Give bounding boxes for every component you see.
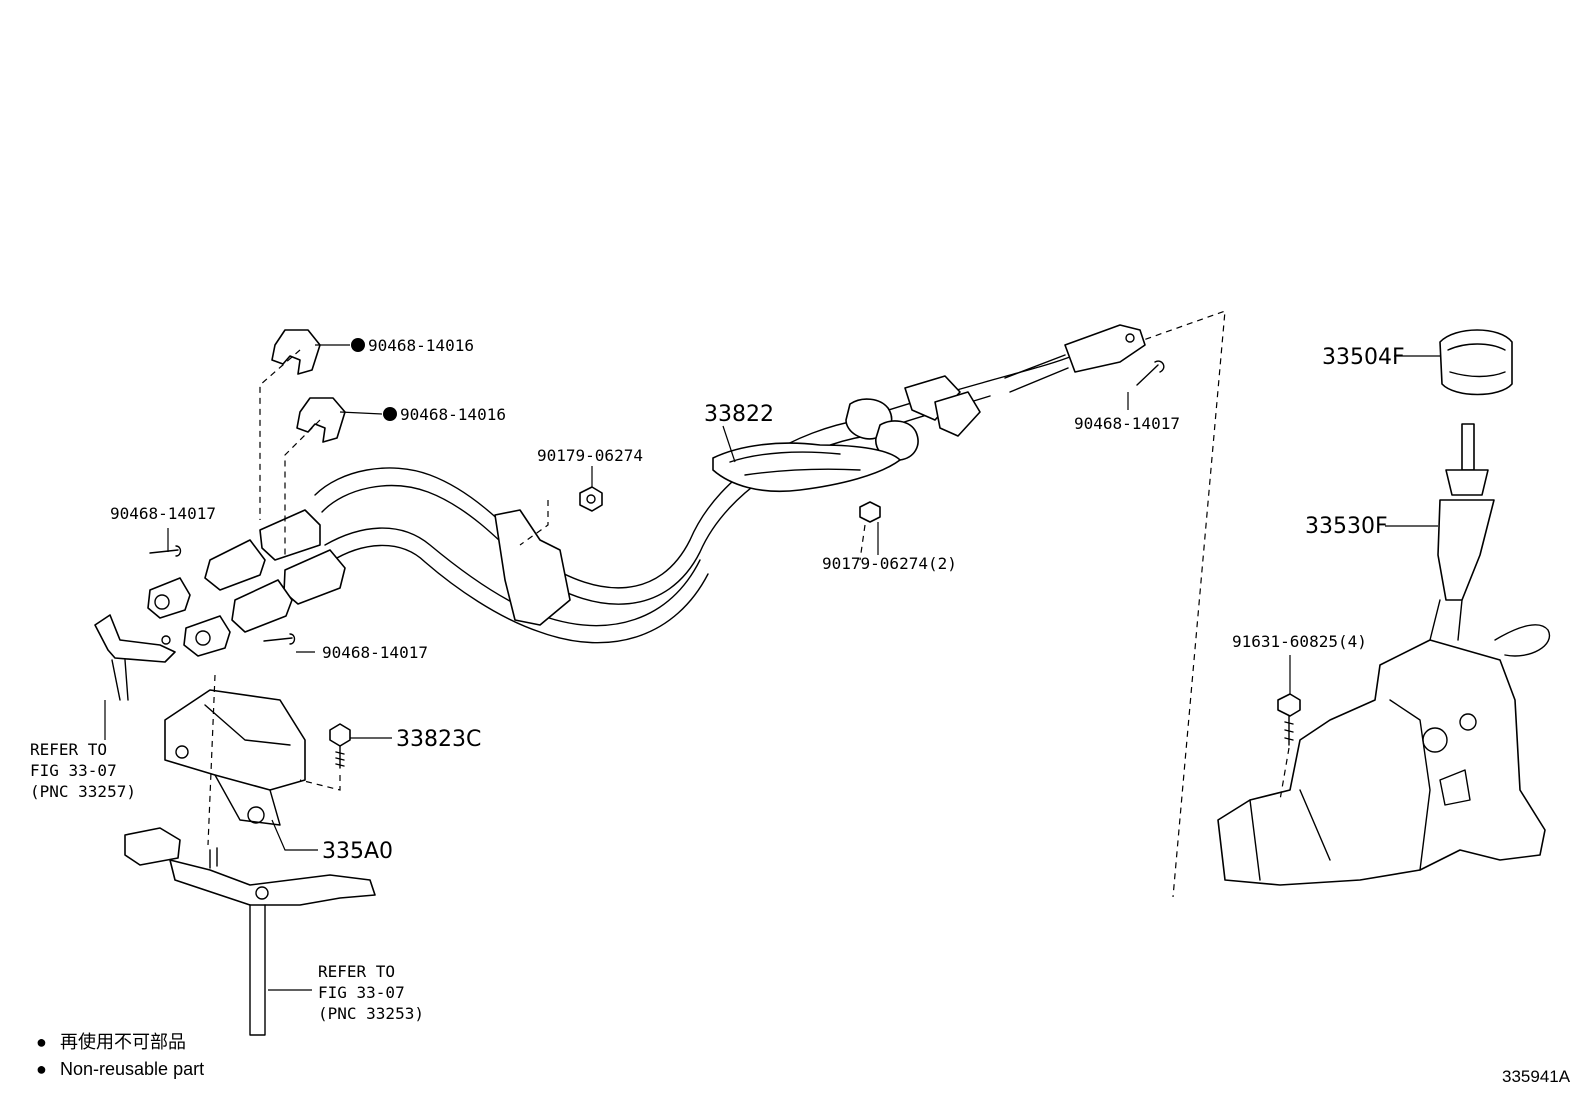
callout-clip-top-2: 90468-14016 — [400, 405, 506, 424]
callout-clip-top-1: 90468-14016 — [368, 336, 474, 355]
legend-marker-en: ● — [36, 1059, 47, 1079]
ref-lower-line2: FIG 33-07 — [318, 983, 405, 1002]
callout-nut-mid: 90179-06274(2) — [822, 554, 957, 573]
callout-pin-left-upper: 90468-14017 — [110, 504, 216, 523]
shift-cable-assembly — [147, 324, 1146, 657]
nut-icon — [579, 486, 881, 523]
legend-marker-jp: ● — [36, 1032, 47, 1052]
legend-en: Non-reusable part — [60, 1059, 204, 1079]
figure-id: 335941A — [1502, 1067, 1571, 1086]
non-reusable-marker — [351, 338, 397, 421]
callout-bracket: 33823C — [396, 727, 481, 752]
ref-upper-line3: (PNC 33257) — [30, 782, 136, 801]
clip-icon — [271, 329, 346, 443]
reference-upper: REFER TO FIG 33-07 (PNC 33257) — [30, 740, 136, 801]
legend-jp: 再使用不可部品 — [60, 1032, 186, 1052]
callout-lever: 33530F — [1305, 514, 1388, 539]
assembly-boundary — [1134, 310, 1226, 898]
bracket-assembly — [164, 689, 351, 826]
shift-lever-assembly — [1217, 329, 1551, 886]
callout-pin-left-lower: 90468-14017 — [322, 643, 428, 662]
lever-arms — [94, 614, 376, 1036]
callout-bracket-base: 335A0 — [322, 839, 393, 864]
callout-bolt: 91631-60825(4) — [1232, 632, 1367, 651]
callout-pin-right: 90468-14017 — [1074, 414, 1180, 433]
callout-cable-assy: 33822 — [704, 402, 774, 427]
callout-knob: 33504F — [1322, 345, 1405, 370]
pin-icon — [149, 360, 1165, 645]
ref-lower-line3: (PNC 33253) — [318, 1004, 424, 1023]
ref-lower-line1: REFER TO — [318, 962, 395, 981]
ref-upper-line2: FIG 33-07 — [30, 761, 117, 780]
legend: ● 再使用不可部品 ● Non-reusable part — [36, 1032, 204, 1079]
callout-nut-left: 90179-06274 — [537, 446, 643, 465]
reference-lower: REFER TO FIG 33-07 (PNC 33253) — [318, 962, 424, 1023]
ref-upper-line1: REFER TO — [30, 740, 107, 759]
alignment-lines — [207, 349, 866, 846]
leader-lines — [104, 344, 1440, 991]
